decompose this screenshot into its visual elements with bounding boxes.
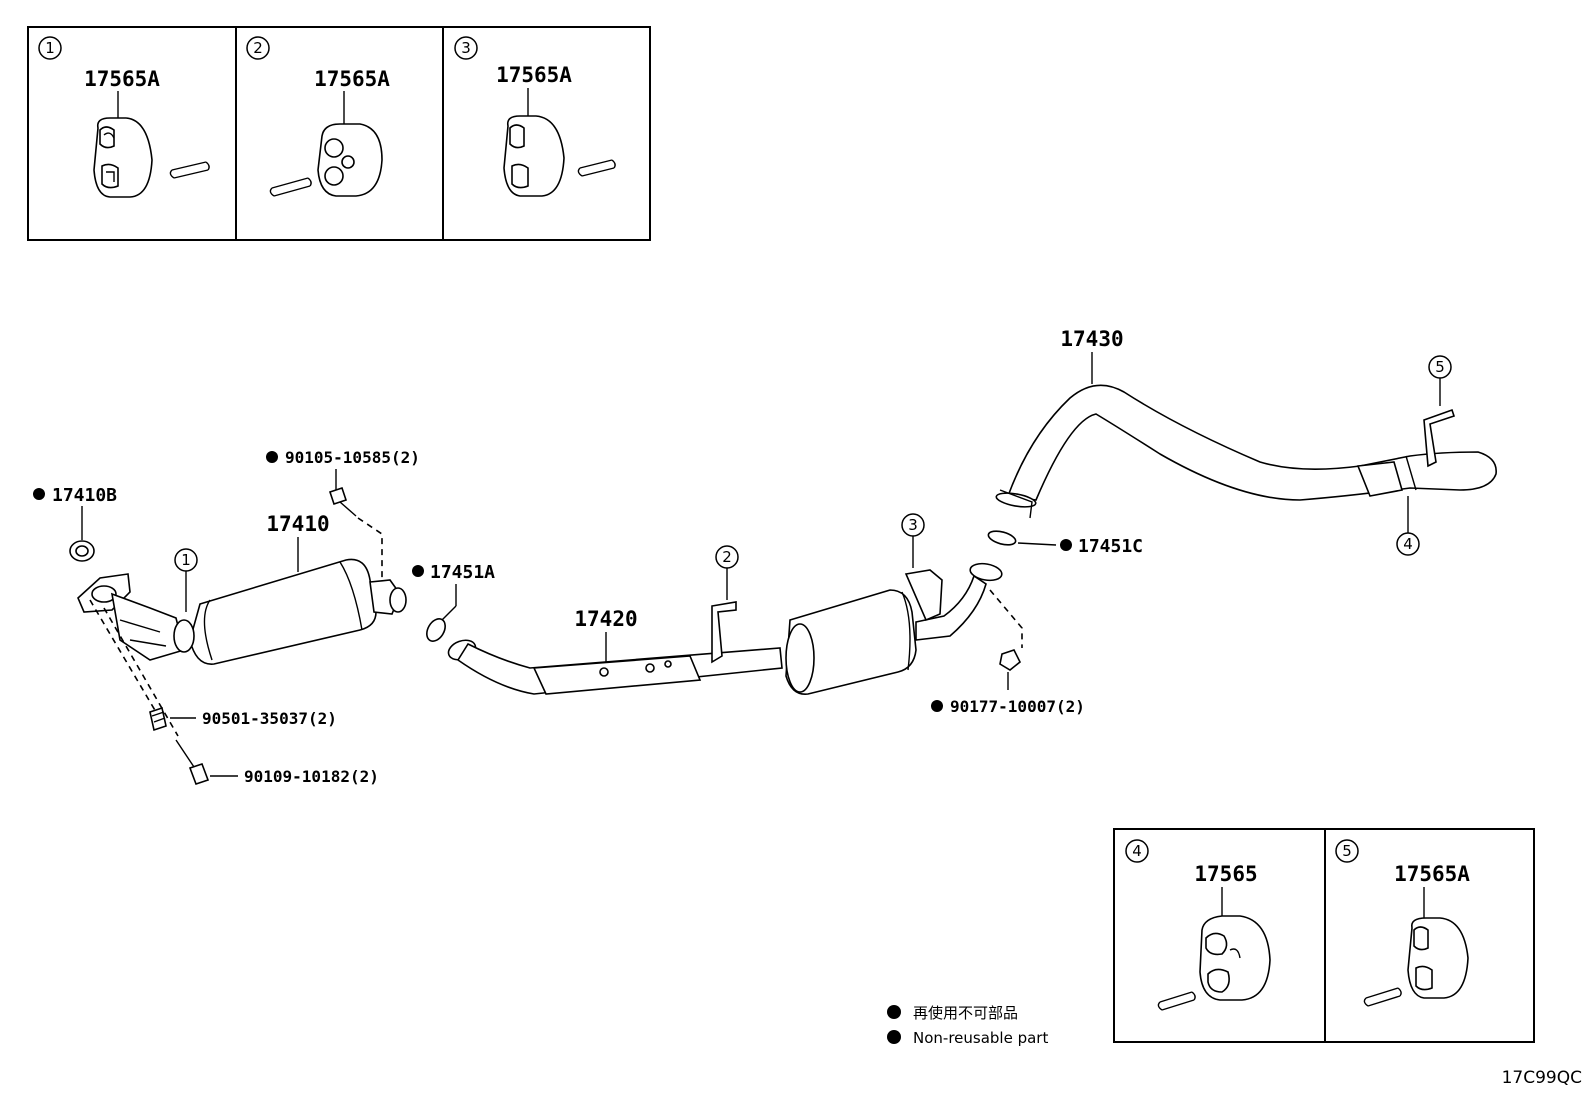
callout-1-label: 1 (181, 551, 191, 569)
inset-3-number-circle (454, 36, 478, 60)
gasket-17451a[interactable]: 17451A (412, 562, 495, 644)
inset-5-part-label[interactable]: 17565A (1394, 862, 1470, 886)
callout-1[interactable]: 1 (174, 548, 198, 612)
diagram-code: 17C99QC (1502, 1068, 1582, 1088)
callout-4[interactable]: 4 (1396, 496, 1420, 556)
inset-panel-bottom (1113, 828, 1535, 1043)
legend-text-jp: 再使用不可部品 (913, 1004, 1018, 1022)
part-label-17430[interactable]: 17430 (1060, 327, 1123, 351)
inset-1-number: 1 (45, 39, 55, 57)
inset-5-number-circle (1335, 839, 1359, 863)
non-reusable-dot-icon (412, 565, 424, 577)
inset-panel-top (27, 26, 651, 241)
inset-3-part-label[interactable]: 17565A (496, 63, 572, 87)
inset-5[interactable]: 5 17565A (1335, 839, 1470, 1007)
inset-4-number-circle (1125, 839, 1149, 863)
pin-icon (577, 159, 616, 177)
inset-2-number: 2 (253, 39, 263, 57)
non-reusable-dot-icon (931, 700, 943, 712)
non-reusable-dot-icon (266, 451, 278, 463)
part-label-90177-10007[interactable]: 90177-10007(2) (950, 697, 1085, 716)
inset-2-part-label[interactable]: 17565A (314, 67, 390, 91)
part-label-17420[interactable]: 17420 (574, 607, 637, 631)
front-pipe-converter-17410[interactable]: 17410 (77, 512, 407, 665)
pin-icon (1363, 987, 1402, 1007)
legend-text-en: Non-reusable part (913, 1029, 1048, 1047)
pin-icon (169, 161, 210, 179)
gasket-17451c[interactable]: 17451C (987, 529, 1143, 557)
nut-90177-10007[interactable]: 90177-10007(2) (931, 589, 1085, 716)
part-label-17451a[interactable]: 17451A (430, 562, 495, 583)
tail-pipe-17430[interactable]: 17430 (995, 327, 1497, 519)
non-reusable-dot-icon (887, 1030, 901, 1044)
inset-1-part-label[interactable]: 17565A (84, 67, 160, 91)
inset-2[interactable]: 2 17565A (246, 36, 390, 197)
inset-4[interactable]: 4 17565 (1125, 839, 1271, 1011)
center-pipe-17420[interactable]: 17420 (446, 561, 1003, 695)
part-label-17410b[interactable]: 17410B (52, 485, 117, 506)
exhaust-hanger-icon (503, 115, 565, 197)
exhaust-hanger-icon (317, 123, 383, 197)
exhaust-hanger-icon (1407, 917, 1469, 999)
callout-3[interactable]: 3 (901, 513, 925, 568)
callout-5-label: 5 (1435, 358, 1445, 376)
part-label-90105-10585[interactable]: 90105-10585(2) (285, 448, 420, 467)
part-label-90501-35037[interactable]: 90501-35037(2) (202, 709, 337, 728)
bolt-90109-10182[interactable]: 90109-10182(2) (103, 607, 379, 786)
part-label-17451c[interactable]: 17451C (1078, 536, 1143, 557)
inset-4-number: 4 (1132, 842, 1142, 860)
callout-2[interactable]: 2 (711, 545, 739, 664)
pin-icon (1157, 991, 1196, 1011)
inset-1[interactable]: 1 17565A (38, 36, 210, 198)
inset-3[interactable]: 3 17565A (454, 36, 616, 197)
part-label-90109-10182[interactable]: 90109-10182(2) (244, 767, 379, 786)
exhaust-hanger-icon (1199, 915, 1271, 1001)
callout-3-label: 3 (908, 516, 918, 534)
legend: 再使用不可部品 Non-reusable part (887, 1004, 1048, 1047)
bolt-90105-10585[interactable]: 90105-10585(2) (266, 448, 420, 578)
inset-2-number-circle (246, 36, 270, 60)
callout-4-label: 4 (1403, 535, 1413, 553)
callout-2-label: 2 (722, 548, 732, 566)
non-reusable-dot-icon (1060, 539, 1072, 551)
non-reusable-dot-icon (887, 1005, 901, 1019)
gasket-17410b[interactable]: 17410B (33, 485, 117, 562)
part-label-17410[interactable]: 17410 (266, 512, 329, 536)
stud-90501-35037[interactable]: 90501-35037(2) (89, 599, 337, 732)
inset-4-part-label[interactable]: 17565 (1194, 862, 1257, 886)
exhaust-hanger-icon (93, 117, 153, 198)
inset-1-number-circle (38, 36, 62, 60)
inset-3-number: 3 (461, 39, 471, 57)
inset-5-number: 5 (1342, 842, 1352, 860)
pin-icon (269, 177, 312, 197)
callout-5[interactable]: 5 (1423, 355, 1456, 468)
non-reusable-dot-icon (33, 488, 45, 500)
